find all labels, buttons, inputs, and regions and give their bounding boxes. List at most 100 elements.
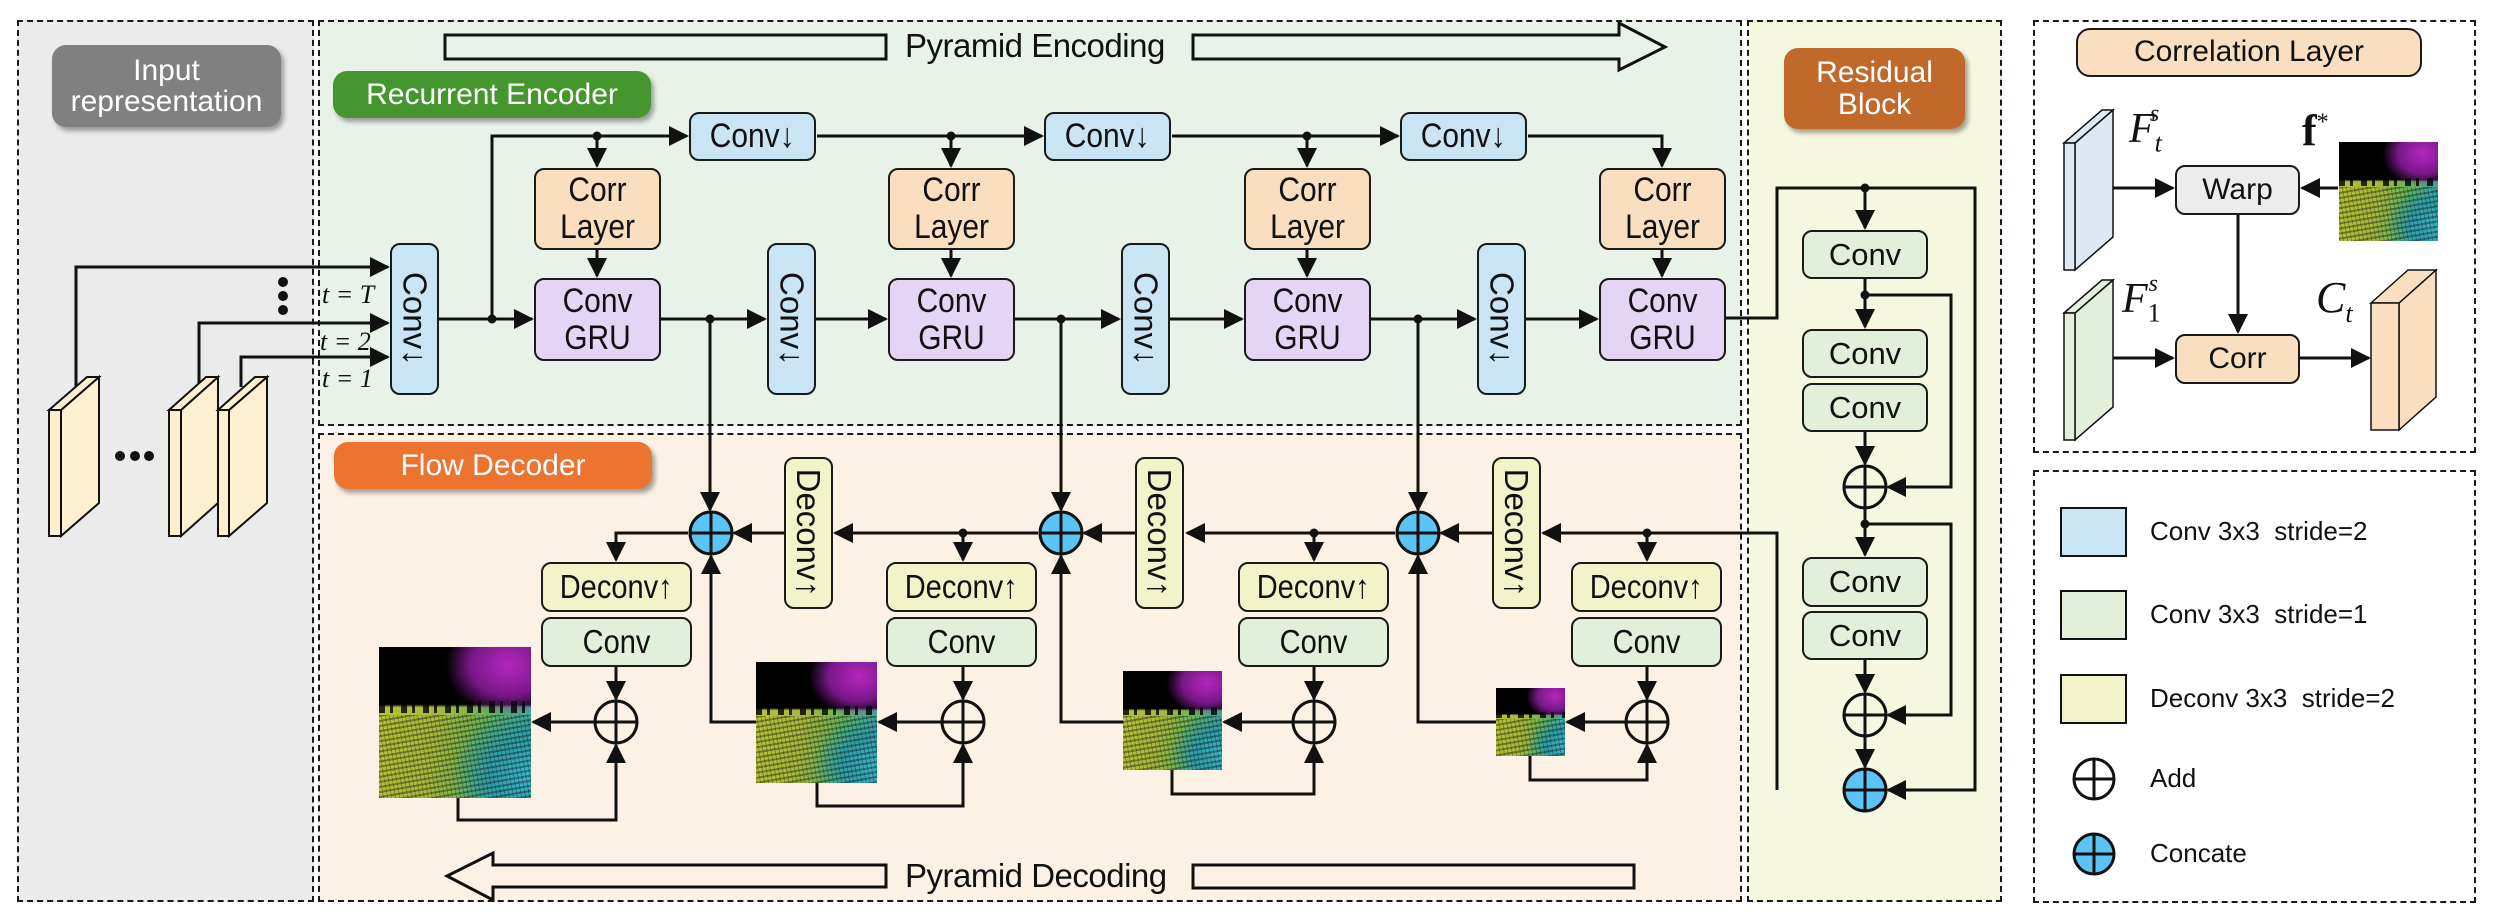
junction-dot bbox=[1056, 314, 1066, 324]
junction-dot bbox=[958, 528, 968, 538]
residual-conv-1: Conv bbox=[1802, 230, 1928, 279]
decoder-add-4 bbox=[1624, 699, 1670, 745]
legend-item-deconv-2 bbox=[2060, 674, 2127, 724]
label-fstar: f* bbox=[2302, 106, 2329, 155]
pyramid-decoding-arrow bbox=[443, 850, 888, 903]
residual-conv-3: Conv bbox=[1802, 383, 1928, 432]
decoder-concat-3 bbox=[1395, 510, 1441, 556]
deconv-up-2-label: Deconv↑ bbox=[905, 568, 1018, 606]
connector-40 bbox=[606, 531, 688, 562]
connector-1 bbox=[74, 257, 390, 387]
flow-image-level-4 bbox=[1496, 688, 1565, 756]
decoder-concat-1 bbox=[688, 510, 734, 556]
ellipsis-horizontal bbox=[115, 451, 154, 461]
time-label-1: t = 1 bbox=[322, 364, 373, 393]
corr-layer-2: Corr Layer bbox=[888, 168, 1015, 250]
junction-dot bbox=[1860, 183, 1870, 193]
encoder-conv-down-top-1-label: Conv↓ bbox=[710, 117, 795, 156]
legend-label: Deconv 3x3 stride=2 bbox=[2150, 683, 2395, 713]
decoder-conv-4-label: Conv bbox=[1612, 623, 1681, 661]
decoder-conv-2-label: Conv bbox=[927, 623, 996, 661]
corr-layer-3: Corr Layer bbox=[1244, 168, 1371, 250]
junction-dot bbox=[1309, 528, 1319, 538]
junction-dot bbox=[1413, 314, 1423, 324]
encoder-conv-down-top-2-label: Conv↓ bbox=[1065, 117, 1150, 156]
residual-conv-1-label: Conv bbox=[1828, 236, 1902, 272]
junction-dot bbox=[487, 314, 497, 324]
junction-dot bbox=[592, 131, 602, 141]
corr-box-label: Corr bbox=[2208, 341, 2267, 375]
input-slab-3 bbox=[215, 374, 270, 539]
connector-34 bbox=[1541, 523, 1779, 790]
pyramid-decoding-label: Pyramid Decoding bbox=[905, 857, 1167, 894]
junction-dot bbox=[946, 131, 956, 141]
junction-dot bbox=[1642, 528, 1652, 538]
deconv-up-3: Deconv↑ bbox=[1238, 562, 1389, 612]
legend-label: Concate bbox=[2150, 838, 2247, 868]
deconv-up-1-label: Deconv↑ bbox=[560, 568, 673, 606]
connector-52 bbox=[701, 554, 756, 724]
pyramid-decoding-right-bar bbox=[1191, 863, 1636, 890]
flow-image-level-1 bbox=[379, 647, 531, 798]
corr-layer-4-label: Corr Layer bbox=[1625, 171, 1700, 246]
junction-dot bbox=[1860, 519, 1870, 529]
feature-slab-f1 bbox=[2061, 278, 2116, 442]
connector-8 bbox=[1528, 134, 1672, 168]
corr-box: Corr bbox=[2175, 334, 2300, 384]
deconv-up-2: Deconv↑ bbox=[886, 562, 1037, 612]
residual-concat bbox=[1842, 767, 1888, 813]
residual-block-tag: Residual Block bbox=[1784, 48, 1965, 129]
residual-conv-5-label: Conv bbox=[1828, 617, 1902, 653]
decoder-add-2 bbox=[940, 699, 986, 745]
conv-gru-4-label: Conv GRU bbox=[1627, 281, 1698, 357]
connector-5 bbox=[490, 126, 689, 319]
corr-layer-1: Corr Layer bbox=[534, 168, 661, 250]
connector-56 bbox=[815, 743, 973, 808]
residual-conv-2-label: Conv bbox=[1828, 335, 1902, 371]
encoder-conv-down-vertical-4-label: Conv↓ bbox=[1483, 272, 1521, 366]
conv-gru-1-label: Conv GRU bbox=[562, 281, 633, 357]
corr-layer-1-label: Corr Layer bbox=[560, 171, 635, 246]
deconv-up-vertical-3-label: Deconv↑ bbox=[1498, 468, 1536, 598]
legend-item-conv-0 bbox=[2060, 507, 2127, 557]
decoder-conv-4: Conv bbox=[1571, 617, 1722, 667]
warp-box-label: Warp bbox=[2202, 172, 2273, 206]
encoder-conv-down-top-3: Conv↓ bbox=[1400, 112, 1527, 161]
legend-item-conv-1 bbox=[2060, 590, 2127, 640]
conv-gru-2: Conv GRU bbox=[888, 278, 1015, 361]
conv-gru-3: Conv GRU bbox=[1244, 278, 1371, 361]
ellipsis-vertical bbox=[278, 277, 288, 315]
decoder-conv-3-label: Conv bbox=[1279, 623, 1348, 661]
residual-conv-4: Conv bbox=[1802, 557, 1928, 607]
encoder-conv-down-vertical-3: Conv↓ bbox=[1121, 243, 1170, 395]
encoder-conv-down-vertical-4: Conv↓ bbox=[1477, 243, 1526, 395]
decoder-add-3 bbox=[1291, 699, 1337, 745]
deconv-up-vertical-2-label: Deconv↑ bbox=[1141, 468, 1179, 598]
correlation-layer-tag: Correlation Layer bbox=[2076, 28, 2422, 77]
corr-layer-4: Corr Layer bbox=[1599, 168, 1726, 250]
encoder-conv-down-vertical-2-label: Conv↓ bbox=[773, 272, 811, 366]
encoder-conv-down-vertical-3-label: Conv↓ bbox=[1127, 272, 1165, 366]
deconv-up-4-label: Deconv↑ bbox=[1590, 568, 1703, 606]
input-slab-1 bbox=[46, 374, 102, 539]
connector-54 bbox=[1408, 554, 1496, 724]
encoder-conv-down-top-3-label: Conv↓ bbox=[1421, 117, 1506, 156]
flow-image-fstar bbox=[2339, 142, 2438, 241]
time-label-2: t = 2 bbox=[320, 327, 371, 356]
connector-2 bbox=[197, 313, 390, 387]
connector-58 bbox=[1528, 743, 1657, 782]
residual-conv-2: Conv bbox=[1802, 329, 1928, 378]
deconv-up-4: Deconv↑ bbox=[1571, 562, 1722, 612]
encoder-conv-down-top-1: Conv↓ bbox=[689, 112, 816, 161]
pyramid-encoding-arrow bbox=[1191, 20, 1669, 73]
label-f1-s: F1s bbox=[2122, 271, 2161, 328]
label-ct: Ct bbox=[2316, 273, 2353, 328]
connector-28 bbox=[1865, 293, 1953, 497]
time-label-T: t = T bbox=[322, 280, 375, 309]
connector-25 bbox=[1726, 186, 1977, 800]
input-slab-2 bbox=[166, 374, 221, 539]
corr-layer-3-label: Corr Layer bbox=[1270, 171, 1345, 246]
